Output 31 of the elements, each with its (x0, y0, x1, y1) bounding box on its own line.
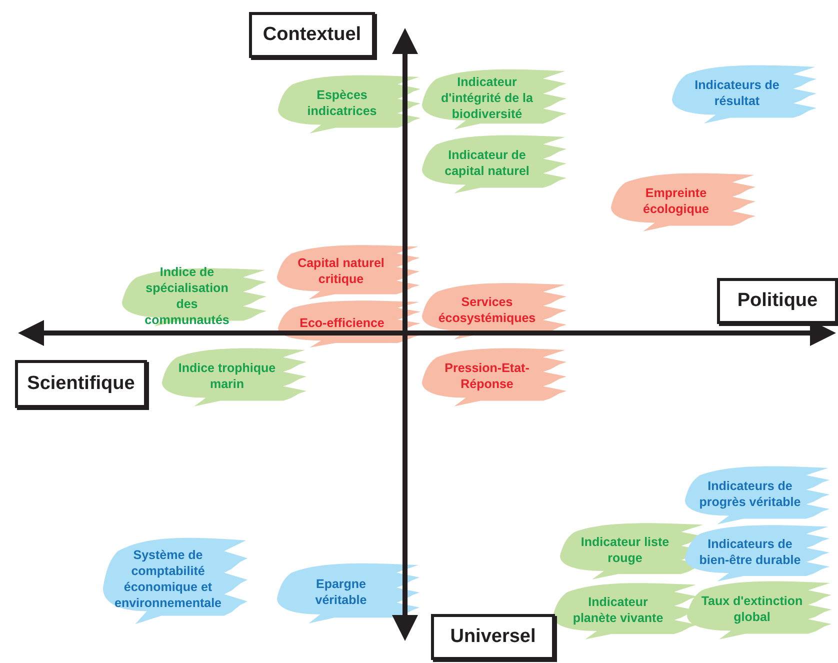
indicator-name: Indicateur de capital naturel (444, 147, 530, 179)
indicator-name: Pression-Etat-Réponse (444, 360, 530, 392)
brush-stroke (422, 280, 568, 340)
indicator-name: Indicateur planète vivante (572, 594, 664, 626)
indicator-name: Services écosystémiques (437, 294, 537, 326)
indicator-name: Indicateurs de résultat (694, 77, 780, 109)
brush-stroke (278, 298, 422, 348)
indicator-name: Indicateurs de bien-être durable (699, 536, 801, 568)
indicator-name: Epargne véritable (314, 576, 368, 608)
axis-label: Politique (737, 290, 818, 312)
axis-label-box (431, 614, 555, 660)
indicator-name: Eco-efficience (300, 315, 384, 331)
axis-label-box (15, 360, 147, 408)
brush-stroke (122, 265, 268, 327)
indicator-name: Indicateurs de progrès véritable (699, 478, 801, 510)
indicator-name: Empreinte écologique (642, 185, 710, 217)
axis-label: Universel (450, 626, 536, 648)
indicator-name: Indice trophique marin (177, 360, 277, 392)
indicator-name: Espèces indicatrices (306, 87, 378, 119)
brush-stroke (277, 242, 421, 300)
axis-label: Scientifique (27, 373, 135, 395)
indicator-name: Indicateur d'intégrité de la biodiversité (440, 74, 534, 122)
axis-label: Contextuel (262, 24, 362, 46)
axis-label-box (717, 278, 838, 324)
axis-label-box (249, 12, 375, 58)
indicator-name: Taux d'extinction global (701, 593, 803, 625)
indicator-name: Indice de spécialisation des communautés (144, 264, 230, 328)
indicator-name: Capital naturel critique (296, 255, 386, 287)
indicator-name: Système de comptabilité économique et environnementale (114, 547, 222, 611)
brush-stroke (685, 522, 831, 582)
indicator-name: Indicateur liste rouge (580, 534, 670, 566)
